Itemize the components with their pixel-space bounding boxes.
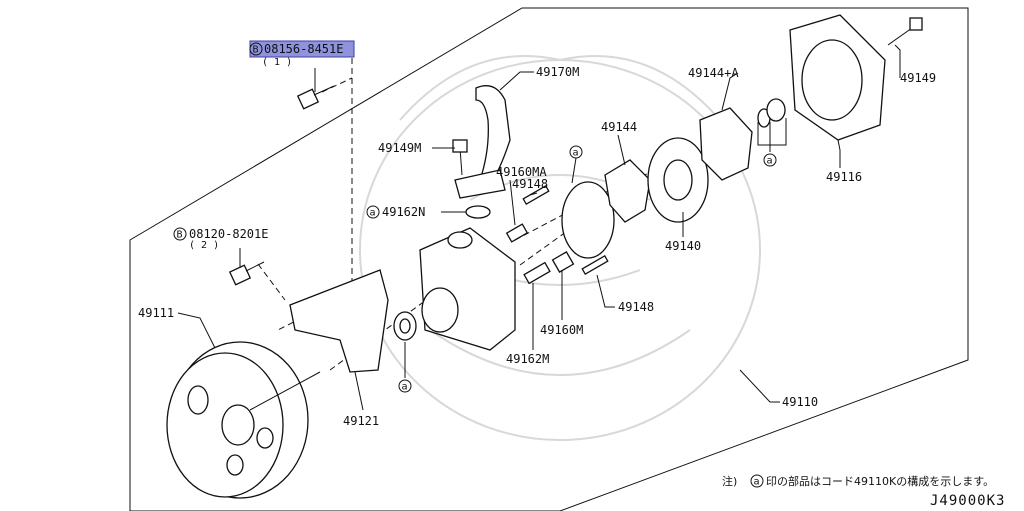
cam-ring-drawing bbox=[699, 107, 753, 181]
circle-a-marker bbox=[750, 474, 764, 488]
pin-49148b bbox=[581, 255, 609, 275]
callout-49111[interactable]: 49111 bbox=[138, 306, 174, 320]
svg-text:( 1 ): ( 1 ) bbox=[262, 57, 292, 68]
callout-49160M[interactable]: 49160M bbox=[540, 323, 583, 337]
circle-b-marker bbox=[173, 227, 187, 241]
large-oring-drawing bbox=[561, 181, 615, 259]
svg-text:a: a bbox=[402, 382, 408, 393]
spring-49162M bbox=[523, 261, 551, 285]
callout-49140[interactable]: 49140 bbox=[665, 239, 701, 253]
callout-49149M[interactable]: 49149M bbox=[378, 141, 421, 155]
svg-text:a: a bbox=[573, 148, 579, 159]
svg-text:B: B bbox=[177, 230, 183, 241]
callout-49116[interactable]: 49116 bbox=[826, 170, 862, 184]
rear-cover-drawing bbox=[789, 14, 886, 141]
bracket-drawing bbox=[289, 269, 389, 373]
svg-text:B: B bbox=[253, 45, 259, 56]
svg-text:49162N: 49162N bbox=[382, 205, 425, 219]
bolt-08156-drawing bbox=[296, 85, 335, 110]
svg-text:08156-8451E: 08156-8451E bbox=[264, 42, 343, 56]
footnote-prefix: 注) bbox=[722, 474, 737, 488]
circle-a-marker bbox=[366, 205, 380, 219]
callout-49144[interactable]: 49144 bbox=[601, 120, 637, 134]
svg-text:a: a bbox=[370, 208, 376, 219]
svg-text:a: a bbox=[767, 156, 773, 167]
oring-49162N-drawing bbox=[465, 205, 491, 219]
callout-08120-8201E[interactable]: B 08120-8201E ( 2 ) bbox=[173, 227, 268, 251]
callout-49148-lower[interactable]: 49148 bbox=[618, 300, 654, 314]
footnote-text: 印の部品はコード49110Kの構成を示します。 bbox=[766, 474, 994, 488]
callout-49148-upper[interactable]: 49148 bbox=[512, 177, 548, 191]
spring-49160MA bbox=[505, 223, 529, 243]
callout-49160MA[interactable]: 49160MA bbox=[496, 165, 547, 179]
bolt-08120-drawing bbox=[228, 261, 265, 286]
valve-49160M bbox=[551, 251, 575, 273]
assembly-frame bbox=[129, 7, 969, 511]
circle-a-marker-seal: a bbox=[398, 379, 412, 393]
diagram-code: J49000K3 bbox=[930, 493, 1005, 509]
callout-49162N[interactable]: a 49162N bbox=[366, 205, 425, 219]
pump-body-drawing bbox=[419, 227, 516, 351]
callout-49162M[interactable]: 49162M bbox=[506, 352, 549, 366]
circle-a-marker-oring: a bbox=[569, 145, 583, 159]
svg-text:a: a bbox=[754, 477, 760, 488]
circle-a-marker-small-orings: a bbox=[763, 153, 777, 167]
callout-49121[interactable]: 49121 bbox=[343, 414, 379, 428]
svg-text:( 2 ): ( 2 ) bbox=[189, 240, 219, 251]
pin-49148a bbox=[522, 185, 550, 205]
callout-49149[interactable]: 49149 bbox=[900, 71, 936, 85]
callout-49144A[interactable]: 49144+A bbox=[688, 66, 739, 80]
callout-08156-8451E[interactable]: B 08156-8451E ( 1 ) bbox=[249, 40, 355, 68]
svg-text:08120-8201E: 08120-8201E bbox=[189, 227, 268, 241]
plate-49144-drawing bbox=[604, 159, 651, 223]
pulley-drawing bbox=[166, 341, 321, 499]
callout-49170M[interactable]: 49170M bbox=[536, 65, 579, 79]
circle-b-marker bbox=[249, 42, 263, 56]
footnote: 注) a 印の部品はコード49110Kの構成を示します。 bbox=[722, 474, 994, 488]
callout-49110[interactable]: 49110 bbox=[782, 395, 818, 409]
